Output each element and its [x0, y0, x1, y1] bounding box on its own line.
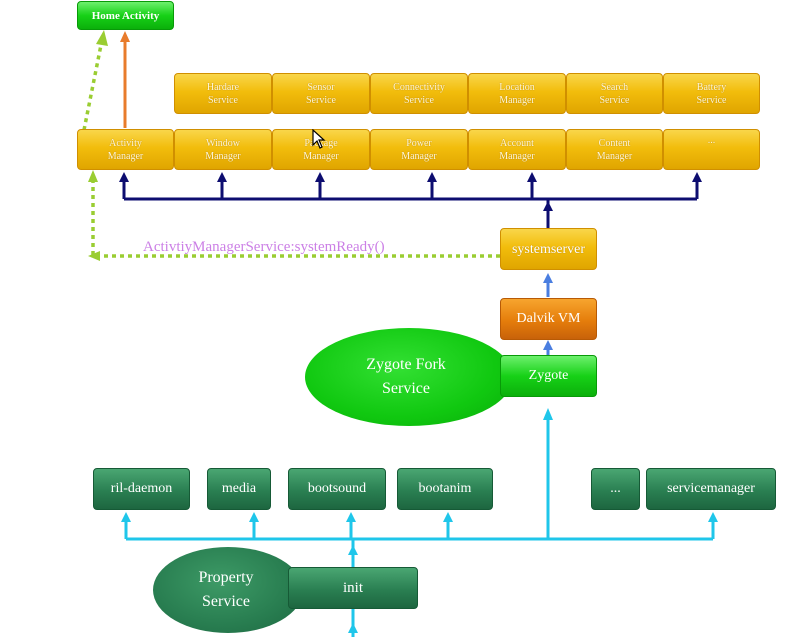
package-manager-line2: Manager [303, 150, 339, 162]
battery-service-line1: Battery [696, 81, 727, 93]
bootsound-label: bootsound [307, 481, 367, 496]
home-activity-box: Home Activity [77, 1, 174, 30]
bootanim-label: bootanim [418, 481, 472, 496]
bootsound-box: bootsound [288, 468, 386, 510]
media-box: media [207, 468, 271, 510]
search-service-line2: Service [599, 94, 630, 106]
system-ready-dotted [82, 39, 500, 258]
media-label: media [221, 481, 257, 496]
systemserver-box: systemserver [500, 228, 597, 270]
dalvik-vm-box: Dalvik VM [500, 298, 597, 340]
more-managers-label: ... [707, 135, 716, 146]
bootanim-box: bootanim [397, 468, 493, 510]
home-arrow [120, 31, 130, 128]
window-manager-line1: Window [205, 137, 241, 149]
sensor-service-line2: Service [306, 94, 336, 106]
more-daemons-label: ... [610, 481, 621, 496]
more-managers-box: ... [663, 129, 760, 170]
more-daemons-box: ... [591, 468, 640, 510]
servicemanager-label: servicemanager [667, 481, 755, 496]
content-manager-line2: Manager [596, 150, 633, 162]
dalvik-vm-label: Dalvik VM [516, 311, 581, 326]
connectivity-service-line2: Service [403, 94, 434, 106]
account-manager-line2: Manager [499, 150, 535, 162]
property-service-line2: Service [202, 593, 250, 610]
hardware-service-line1: Hardare [206, 81, 240, 93]
search-service-line1: Search [600, 81, 629, 93]
sensor-service-line1: Sensor [307, 81, 335, 93]
init-box: init [288, 567, 418, 609]
systemserver-label: systemserver [511, 241, 586, 257]
servicemanager-box: servicemanager [646, 468, 776, 510]
mouse-pointer-icon [312, 129, 326, 149]
window-manager-line2: Manager [205, 150, 241, 162]
zygote-label: Zygote [528, 368, 569, 383]
hardware-service-line2: Service [207, 94, 238, 106]
home-activity-label: Home Activity [91, 9, 160, 22]
activity-manager-line2: Manager [107, 150, 144, 162]
ril-daemon-label: ril-daemon [110, 481, 173, 496]
package-manager-line1: Package [304, 137, 338, 149]
property-service-line1: Property [198, 569, 254, 586]
power-manager-line2: Manager [401, 150, 437, 162]
zygote-fork-line1: Zygote Fork [366, 356, 446, 373]
manager-arrows [119, 172, 702, 211]
content-manager-line1: Content [598, 137, 631, 149]
account-manager-line1: Account [500, 137, 534, 149]
connectivity-service-line1: Connectivity [393, 81, 445, 93]
init-label: init [342, 579, 363, 596]
location-manager-line2: Manager [499, 94, 535, 106]
zygote-box: Zygote [500, 355, 597, 397]
battery-service-line2: Service [696, 94, 727, 106]
manager-bus [124, 197, 697, 228]
activity-manager-line1: Activity [109, 137, 142, 149]
runtime-arrows [543, 273, 553, 355]
location-manager-line1: Location [499, 81, 535, 93]
power-manager-line1: Power [406, 137, 432, 149]
zygote-fork-line2: Service [382, 380, 430, 397]
system-ready-call-label: ActivtiyManagerService:systemReady() [143, 239, 385, 255]
ril-daemon-box: ril-daemon [93, 468, 190, 510]
